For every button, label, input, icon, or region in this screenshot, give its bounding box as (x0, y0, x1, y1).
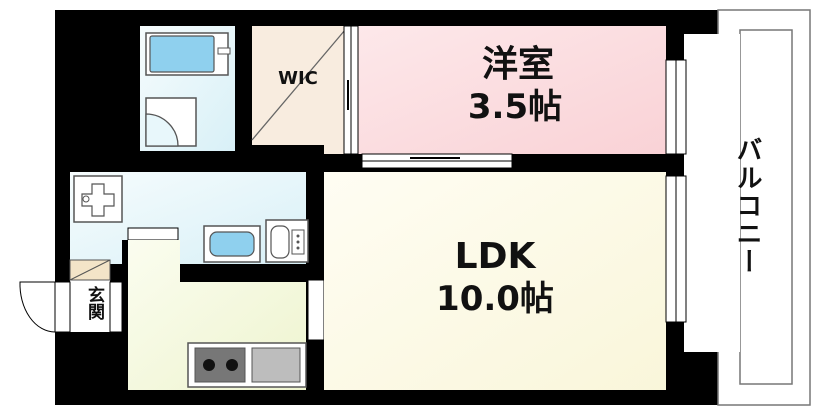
western-ldk-sliding-door (361, 153, 513, 169)
toilet (265, 219, 309, 263)
stove (187, 342, 307, 388)
sink (203, 225, 261, 263)
balcony (684, 9, 811, 406)
entrance-label: 玄関 (84, 286, 104, 320)
balcony-label: バルコニー (732, 136, 762, 276)
ldk-room-size: 10.0帖 (436, 279, 554, 319)
wic-room (252, 26, 348, 154)
western-room-name: 洋室 (481, 44, 554, 85)
wic-label: WIC (278, 68, 318, 89)
ldk-window (665, 175, 687, 323)
wic-sliding-door (343, 25, 359, 155)
ldk-room-name: LDK (454, 236, 536, 277)
entrance-door (19, 281, 123, 333)
western-window (665, 59, 687, 155)
washing-machine (73, 175, 123, 223)
western-room (358, 26, 666, 154)
western-room-size: 3.5帖 (467, 87, 563, 127)
bathtub (145, 32, 231, 76)
ldk-room (324, 172, 666, 390)
shower-area (145, 97, 197, 147)
